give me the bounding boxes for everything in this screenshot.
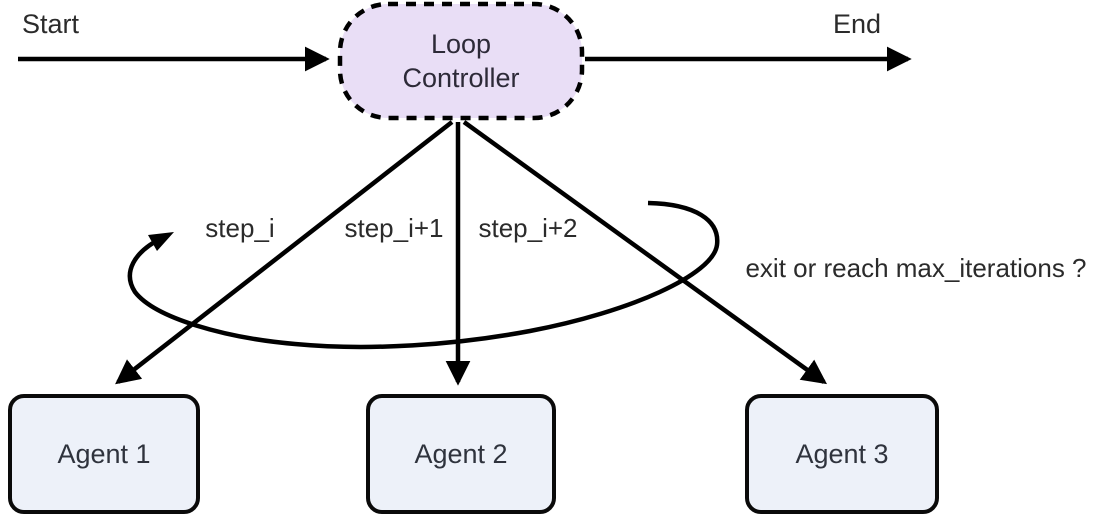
- agent1-label: Agent 1: [57, 439, 150, 469]
- end-label: End: [833, 9, 881, 39]
- loop-back-arc: [127, 200, 720, 350]
- agent1-node: [8, 394, 200, 514]
- arrow-to-agent3: [462, 120, 828, 385]
- step-i-plus-1-label: step_i+1: [344, 213, 443, 243]
- loop-controller-label-line1: Loop: [431, 29, 491, 59]
- loop-controller-label-line2: Controller: [402, 63, 519, 93]
- agent2-node: [366, 394, 556, 514]
- loop-controller-node: [337, 1, 585, 121]
- exit-condition-label: exit or reach max_iterations ?: [745, 253, 1086, 283]
- agent3-node: [745, 394, 939, 514]
- agent3-label: Agent 3: [795, 439, 888, 469]
- loop-back-arrowhead-icon: [148, 232, 174, 251]
- step-i-label: step_i: [205, 213, 274, 243]
- arrow-to-agent1: [115, 120, 454, 385]
- agent2-label: Agent 2: [414, 439, 507, 469]
- step-i-plus-2-label: step_i+2: [478, 213, 577, 243]
- start-label: Start: [22, 9, 80, 39]
